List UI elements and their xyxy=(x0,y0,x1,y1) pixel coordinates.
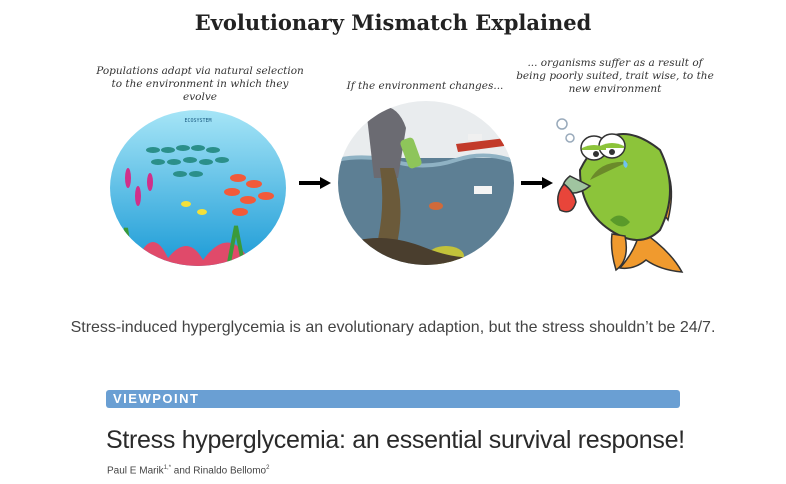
paper-title: Stress hyperglycemia: an essential survi… xyxy=(106,426,685,454)
caption-adapt: Populations adapt via natural selection … xyxy=(96,65,304,103)
viewpoint-section-bar: VIEWPOINT xyxy=(106,390,680,408)
right-arrow-icon xyxy=(299,177,331,189)
author-affiliation: 1,* xyxy=(163,465,172,471)
right-arrow-icon xyxy=(521,177,553,189)
sick-fish-illustration xyxy=(556,118,684,273)
author-name: Rinaldo Bellomo xyxy=(193,465,267,477)
author-affiliation: 2 xyxy=(266,465,270,471)
ecosystem-label: ECOSYSTEM xyxy=(184,118,211,124)
paper-authors: Paul E Marik1,* and Rinaldo Bellomo2 xyxy=(107,465,269,476)
caption-suffer: ... organisms suffer as a result of bein… xyxy=(516,57,714,95)
section-label: VIEWPOINT xyxy=(113,391,200,406)
author-name: Paul E Marik xyxy=(107,465,164,477)
author-separator: and xyxy=(171,465,194,477)
image-caption: Stress-induced hyperglycemia is an evolu… xyxy=(70,319,716,336)
caption-change: If the environment changes... xyxy=(346,80,504,92)
figure-title: Evolutionary Mismatch Explained xyxy=(194,10,592,35)
ecosystem-illustration: ECOSYSTEM xyxy=(110,110,286,266)
polluted-environment-illustration xyxy=(338,101,514,265)
